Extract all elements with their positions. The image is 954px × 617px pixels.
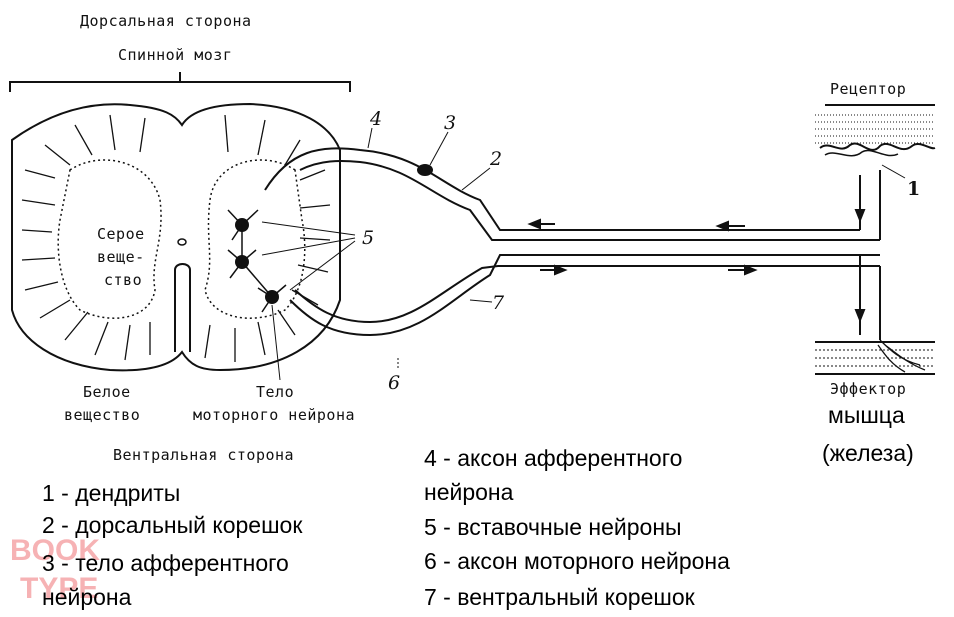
legend-item: нейрона [424,479,514,505]
muscle-label: мышца [828,402,905,428]
legend-item: 5 - вставочные нейроны [424,514,682,540]
effector-tissue [815,339,935,375]
motor-body-label-1: Тело [256,383,295,401]
label-5-leaders [261,221,356,291]
legend-item: нейрона [42,584,132,610]
neuron-dendrites [227,209,287,313]
white-matter-label-1: Белое [83,383,131,401]
gray-matter-label-1: Серое [97,225,145,243]
legend-item: 2 - дорсальный корешок [42,512,303,538]
dorsal-side-label: Дорсальная сторона [80,12,252,30]
white-matter-label-2: вещество [64,406,141,424]
afferent-fiber [859,170,881,241]
number-2: 2 [490,148,503,170]
motor-body-label-2: моторного нейрона [193,406,356,424]
number-6: 6 [388,372,401,394]
dorsal-root [264,147,860,231]
direction-arrows [527,175,866,323]
legend-item: 1 - дендриты [42,480,181,506]
ventral-fissure [174,263,191,352]
legend-item: 4 - аксон афферентного [424,445,683,471]
gray-matter-right [204,159,306,319]
legend-item: 3 - тело афферентного [42,550,289,576]
watermark-logo: BOOK TYPE [10,534,100,605]
gray-matter-label-2: веще- [97,248,145,266]
spinal-cord-label: Спинной мозг [118,46,233,64]
number-5: 5 [362,227,375,249]
svg-text:TYPE: TYPE [20,572,98,605]
number-1: 1 [907,178,921,200]
receptor-tissue [815,104,936,157]
ventral-root [289,254,860,337]
gland-label: (железа) [822,440,914,466]
spinal-cord-bracket [9,81,351,92]
effector-label: Эффектор [830,380,907,398]
number-4: 4 [370,108,383,130]
svg-text:BOOK: BOOK [10,534,100,567]
legend-item: 6 - аксон моторного нейрона [424,548,730,574]
number-3: 3 [444,112,457,134]
spinal-cord-outline [11,102,341,372]
efferent-fiber [859,254,881,340]
legend-item: 7 - вентральный корешок [424,584,695,610]
receptor-label: Рецептор [830,80,907,98]
gray-matter-label-3: ство [104,271,143,289]
number-7: 7 [492,292,505,314]
white-matter-fibers [21,114,331,362]
number-leaders [367,127,906,303]
afferent-neuron-body [417,164,433,176]
gray-matter-left [57,159,162,319]
central-canal [177,238,187,246]
ventral-side-label: Вентральная сторона [113,446,295,464]
